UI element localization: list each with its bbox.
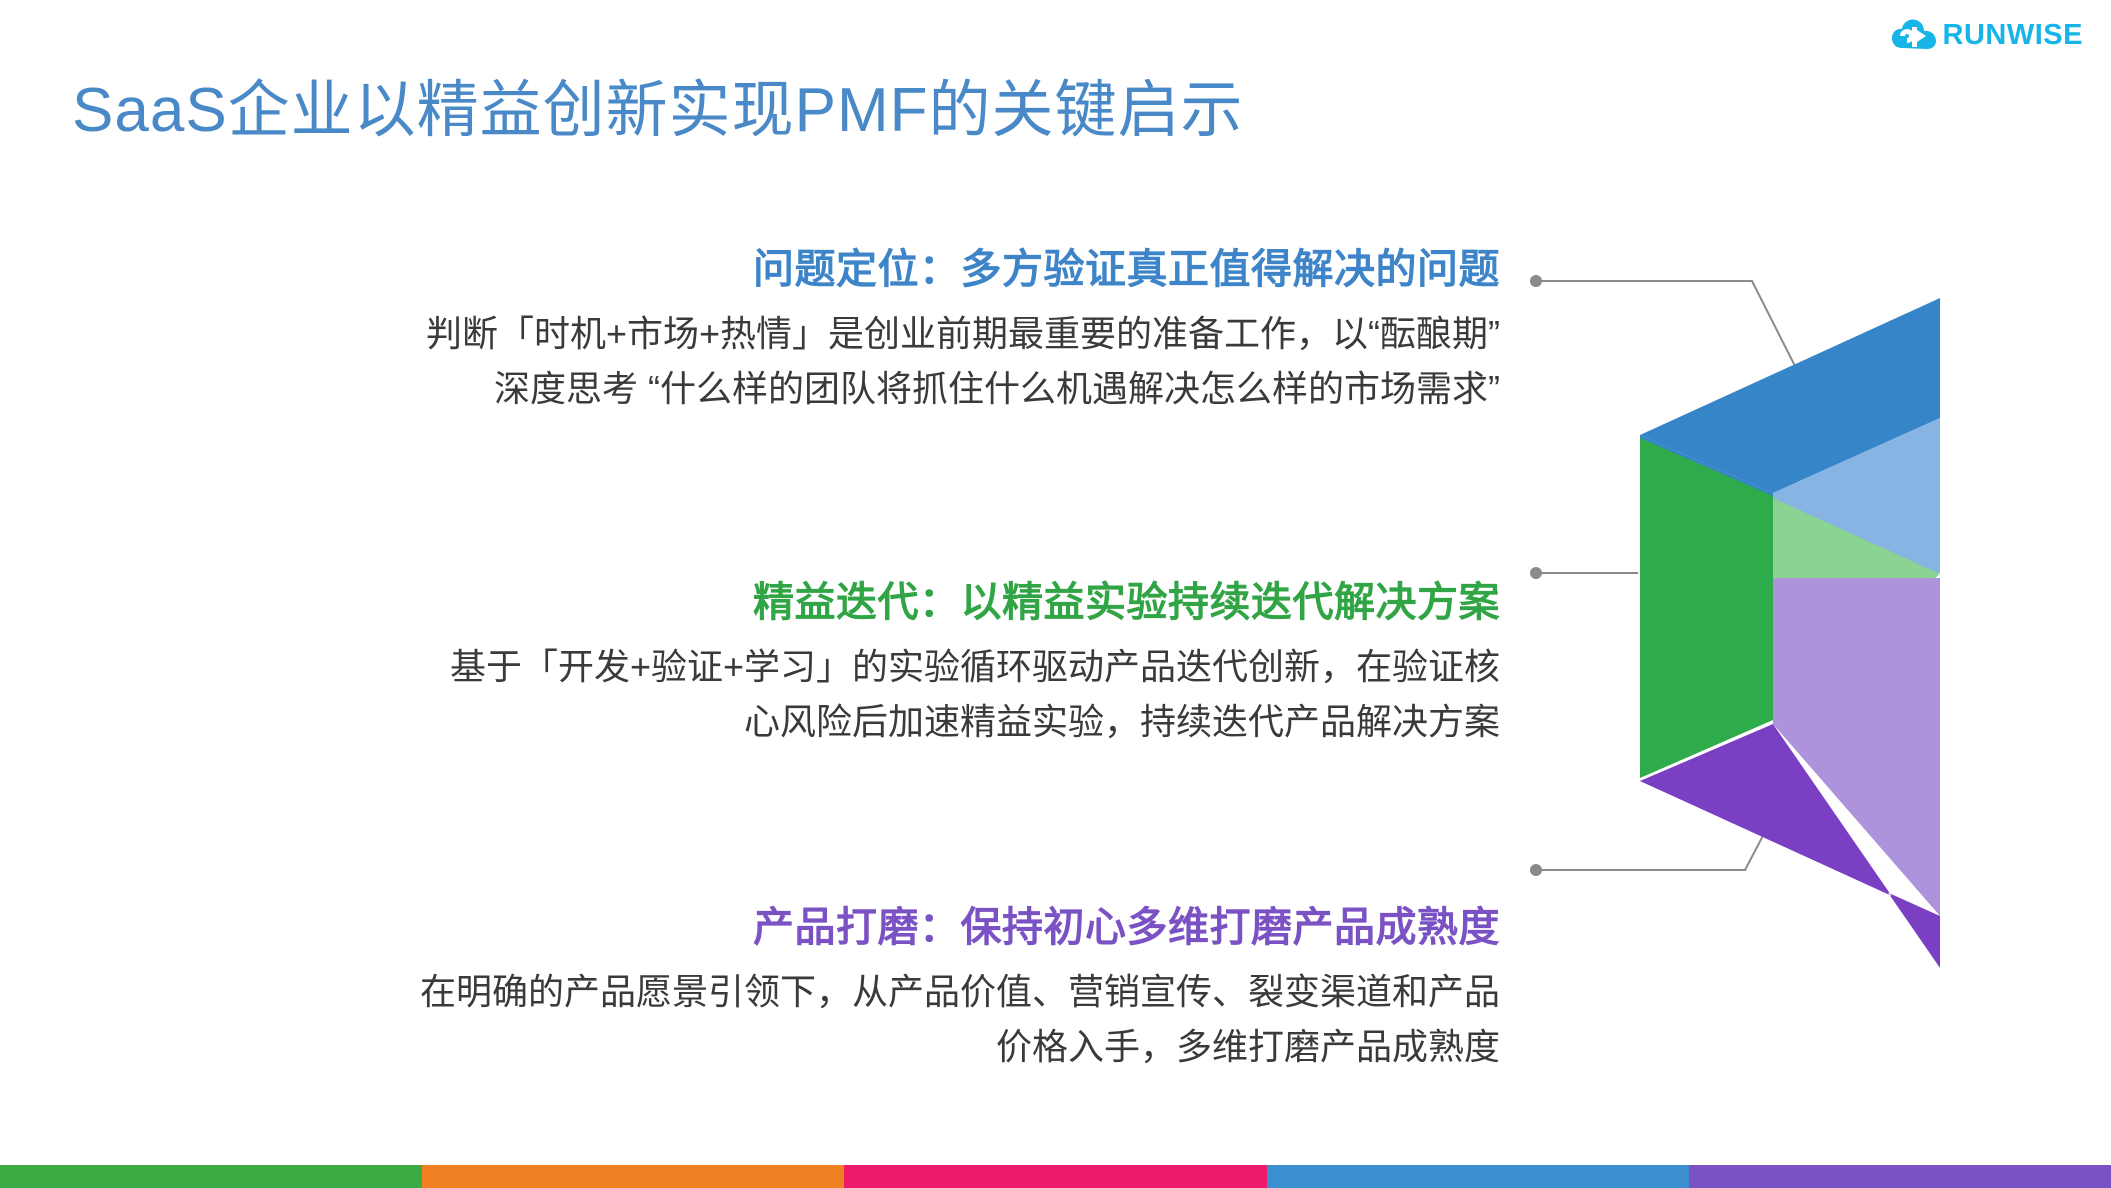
purple-side-face [1773,578,1940,916]
body-line: 价格入手，多维打磨产品成熟度 [995,1026,1500,1068]
page-title: SaaS企业以精益创新实现PMF的关键启示 [72,76,1244,145]
body-line: 在明确的产品愿景引领下，从产品价值、营销宣传、裂变渠道和产品 [419,971,1500,1013]
section-body: 在明确的产品愿景引领下，从产品价值、营销宣传、裂变渠道和产品 价格入手，多维打磨… [80,965,1500,1074]
color-segment-orange [422,1165,845,1188]
section-lean-iteration: 精益迭代：以精益实验持续迭代解决方案 基于「开发+验证+学习」的实验循环驱动产品… [80,578,1500,750]
color-segment-pink [844,1165,1267,1188]
green-front-face [1640,438,1773,778]
purple-bottom-face [1640,726,1940,968]
section-heading: 问题定位：多方验证真正值得解决的问题 [753,246,1500,292]
connector-dots [1530,275,1542,876]
section-heading: 产品打磨：保持初心多维打磨产品成熟度 [753,904,1500,950]
body-line: 判断「时机+市场+热情」是创业前期最重要的准备工作，以“酝酿期” [425,313,1500,355]
three-layer-prism-diagram [1530,248,2111,1008]
body-line: 心风险后加速精益实验，持续迭代产品解决方案 [743,701,1500,743]
blue-front-face [1640,298,1940,493]
section-problem-definition: 问题定位：多方验证真正值得解决的问题 判断「时机+市场+热情」是创业前期最重要的… [80,245,1500,417]
body-line: 深度思考 “什么样的团队将抓住什么机遇解决怎么样的市场需求” [494,368,1500,410]
section-heading: 精益迭代：以精益实验持续迭代解决方案 [753,579,1500,625]
runwise-cloud-arrow-icon [1891,18,1937,52]
body-line: 基于「开发+验证+学习」的实验循环驱动产品迭代创新，在验证核 [449,646,1500,688]
color-segment-purple [1688,1165,2111,1188]
section-body: 判断「时机+市场+热情」是创业前期最重要的准备工作，以“酝酿期” 深度思考 “什… [80,307,1500,416]
color-segment-green [0,1165,423,1188]
brand-logo: RUNWISE [1891,18,2083,52]
color-segment-blue [1266,1165,1689,1188]
section-product-polish: 产品打磨：保持初心多维打磨产品成熟度 在明确的产品愿景引领下，从产品价值、营销宣… [80,903,1500,1075]
brand-wordmark: RUNWISE [1942,18,2083,51]
footer-color-bar [0,1165,2111,1188]
section-body: 基于「开发+验证+学习」的实验循环驱动产品迭代创新，在验证核 心风险后加速精益实… [80,640,1500,749]
